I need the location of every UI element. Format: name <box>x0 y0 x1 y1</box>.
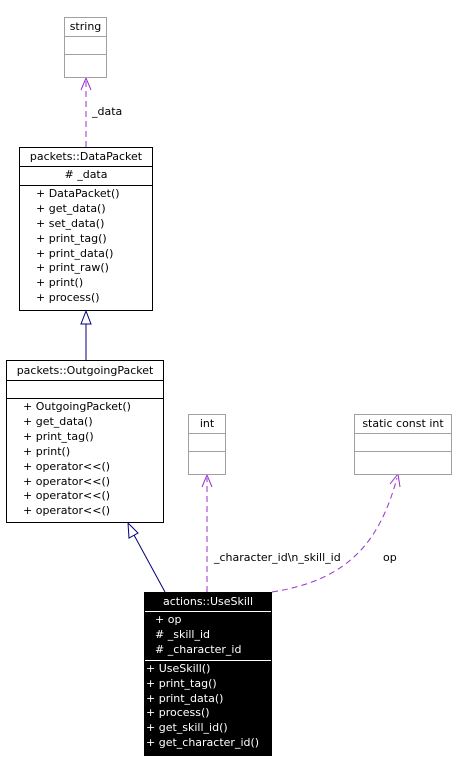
methods-section <box>65 54 106 72</box>
attributes-section <box>355 433 451 451</box>
methods-section: + UseSkill() + print_tag() + print_data(… <box>145 659 271 753</box>
methods-section: + OutgoingPacket() + get_data() + print_… <box>7 398 163 521</box>
inherit-arrowhead-datapacket <box>80 309 92 325</box>
method-item: + get_data() <box>36 201 106 215</box>
edge-label-op: op <box>383 551 397 564</box>
methods-section: + DataPacket() + get_data() + set_data()… <box>20 184 152 308</box>
method-item: + set_data() <box>36 216 105 230</box>
method-item: + DataPacket() <box>36 186 120 200</box>
methods-section <box>355 451 451 469</box>
attributes-section <box>7 380 163 398</box>
method-item: + operator<<() <box>23 459 111 473</box>
attributes-section <box>189 433 225 451</box>
method-item: + print_tag() <box>146 676 217 690</box>
class-data-packet: packets::DataPacket # _data + DataPacket… <box>19 147 153 311</box>
method-item: + UseSkill() <box>146 661 211 675</box>
class-outgoing-packet: packets::OutgoingPacket + OutgoingPacket… <box>6 360 164 523</box>
attributes-section: + op # _skill_id # _character_id <box>145 611 271 660</box>
method-item: + print() <box>36 276 84 290</box>
method-item: + print_data() <box>146 691 224 705</box>
class-title: int <box>199 417 215 430</box>
method-item: + get_skill_id() <box>146 721 228 735</box>
edge-op <box>271 477 398 593</box>
method-item: + operator<<() <box>23 489 111 503</box>
attribute-item: # _data <box>64 168 108 181</box>
class-int: int <box>188 414 226 475</box>
class-string: string <box>64 17 107 78</box>
method-item: + print_data() <box>36 246 114 260</box>
methods-section <box>189 451 225 469</box>
method-item: + process() <box>36 291 100 305</box>
attribute-item: + op <box>155 613 182 626</box>
attributes-section: # _data <box>20 166 152 185</box>
class-title: static const int <box>362 417 444 430</box>
method-item: + process() <box>146 706 210 720</box>
method-item: + get_character_id() <box>146 736 260 750</box>
class-title: packets::DataPacket <box>29 150 143 163</box>
method-item: + get_data() <box>23 414 93 428</box>
edge-label-data: _data <box>92 105 123 118</box>
edge-inherit-outgoing <box>133 534 166 593</box>
class-title: string <box>69 20 102 33</box>
method-item: + print() <box>23 444 71 458</box>
method-item: + operator<<() <box>23 474 111 488</box>
arrowhead-int <box>201 473 213 488</box>
attribute-item: # _skill_id <box>155 627 211 641</box>
attributes-section <box>65 36 106 54</box>
method-item: + print_raw() <box>36 261 109 275</box>
inherit-arrowhead-outgoing <box>127 521 139 539</box>
class-title: packets::OutgoingPacket <box>16 364 154 377</box>
method-item: + print_tag() <box>23 429 94 443</box>
class-use-skill: actions::UseSkill + op # _skill_id # _ch… <box>144 592 272 756</box>
arrowhead-string <box>80 76 92 91</box>
class-title: actions::UseSkill <box>162 595 254 608</box>
edge-label-ids: _character_id\n_skill_id <box>214 551 341 564</box>
method-item: + OutgoingPacket() <box>23 400 131 413</box>
method-item: + operator<<() <box>23 504 111 518</box>
attribute-item: # _character_id <box>155 642 242 656</box>
class-static-const-int: static const int <box>354 414 452 475</box>
method-item: + print_tag() <box>36 231 107 245</box>
